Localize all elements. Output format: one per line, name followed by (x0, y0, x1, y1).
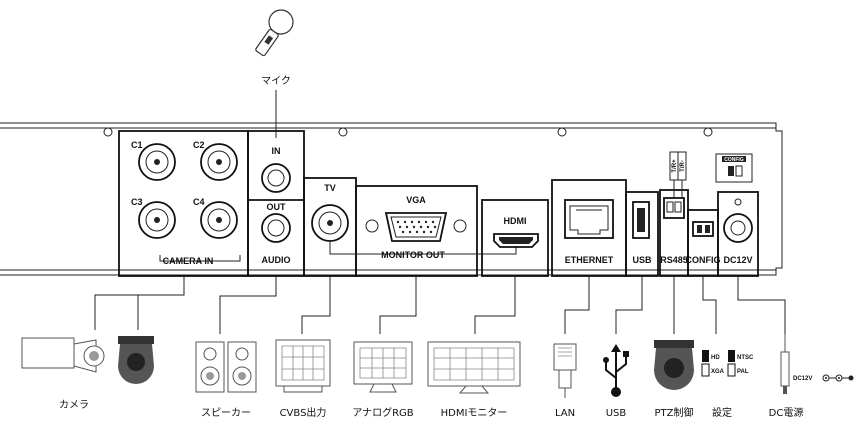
speaker-device-label: スピーカー (201, 407, 251, 419)
lan-device-label: LAN (555, 408, 575, 419)
audio-out-jack[interactable] (261, 213, 291, 243)
config-dip-switch[interactable] (692, 221, 714, 237)
bnc-connector-c3[interactable] (138, 201, 176, 239)
tv-bnc-connector[interactable] (311, 204, 349, 242)
box-camera-icon (21, 337, 105, 373)
audio-label: AUDIO (262, 255, 291, 265)
camera-in-label: CAMERA IN (163, 256, 214, 266)
monitor-out-label: MONITOR OUT (381, 250, 445, 260)
ptz-camera-icon (654, 340, 694, 390)
dc-power-device-label: DC電源 (769, 406, 804, 419)
rs485-terminal[interactable] (663, 197, 685, 219)
mic-label: マイク (261, 75, 291, 87)
bnc-connector-c1[interactable] (138, 143, 176, 181)
microphone-icon (255, 9, 294, 57)
hdmi-connector[interactable] (493, 233, 539, 248)
config-info-box: CONFIG (715, 153, 753, 183)
settings-switch-icon: HD XGA NTSC PAL (701, 350, 754, 377)
camera-input-label-c1: C1 (131, 140, 143, 150)
chassis-screw (103, 127, 113, 137)
dc12v-label: DC12V (723, 255, 752, 265)
dome-camera-icon (118, 336, 154, 384)
analog-rgb-device-label: アナログRGB (352, 406, 413, 419)
usb-symbol-icon (603, 344, 629, 397)
rj45-connector[interactable] (564, 199, 614, 239)
bnc-connector-c4[interactable] (200, 201, 238, 239)
settings-device-label: 設定 (712, 406, 732, 419)
dc-polarity-icon: DC12V (793, 374, 854, 382)
dc-plug-label: DC12V (793, 376, 812, 382)
camera-input-label-c4: C4 (193, 197, 205, 207)
rs485-pin-label: T/R- (680, 160, 686, 172)
setting-label-hd: HD (711, 355, 720, 361)
config-port-group (687, 209, 719, 277)
audio-in-label: IN (272, 146, 281, 156)
monitor-out-bracket (329, 241, 517, 255)
camera-in-bracket (159, 255, 241, 262)
hdmi-monitor-icon (427, 341, 521, 394)
lan-plug-icon (553, 343, 577, 398)
config-label: CONFIG (686, 255, 721, 265)
cvbs-monitor-icon (275, 339, 331, 393)
connection-lines (94, 276, 786, 334)
camera-input-label-c3: C3 (131, 197, 143, 207)
chassis-screw (557, 127, 567, 137)
speaker-icon (195, 341, 257, 393)
chassis-panel (0, 122, 783, 276)
hdmi-label: HDMI (504, 216, 527, 226)
dc-jack[interactable] (723, 213, 753, 243)
analog-rgb-monitor-icon (353, 341, 413, 393)
rs485-pin-label: T/R+ (672, 159, 678, 173)
setting-label-xga: XGA (711, 369, 725, 375)
audio-out-label: OUT (267, 202, 287, 212)
usb-label: USB (632, 255, 652, 265)
chassis-screw (703, 127, 713, 137)
vga-connector[interactable] (365, 212, 467, 242)
dc-screw (734, 198, 742, 206)
setting-label-ntsc: NTSC (737, 355, 754, 361)
camera-input-label-c2: C2 (193, 140, 205, 150)
audio-in-jack[interactable] (261, 163, 291, 193)
chassis-screw (338, 127, 348, 137)
setting-label-pal: PAL (737, 369, 749, 375)
hdmi-monitor-device-label: HDMIモニター (441, 407, 508, 419)
rs485-pin-header: T/R+ T/R- (669, 151, 687, 198)
dc-plug-icon (780, 334, 790, 394)
usb-device-label: USB (606, 408, 627, 419)
vga-label: VGA (406, 195, 426, 205)
bnc-connector-c2[interactable] (200, 143, 238, 181)
cvbs-device-label: CVBS出力 (280, 406, 327, 419)
ptz-device-label: PTZ制御 (655, 406, 694, 419)
usb-connector[interactable] (632, 201, 650, 239)
ethernet-label: ETHERNET (565, 255, 614, 265)
rs485-label: RS485 (660, 255, 688, 265)
config-box-label: CONFIG (724, 157, 744, 163)
tv-label: TV (324, 183, 336, 193)
camera-device-label: カメラ (59, 399, 89, 411)
